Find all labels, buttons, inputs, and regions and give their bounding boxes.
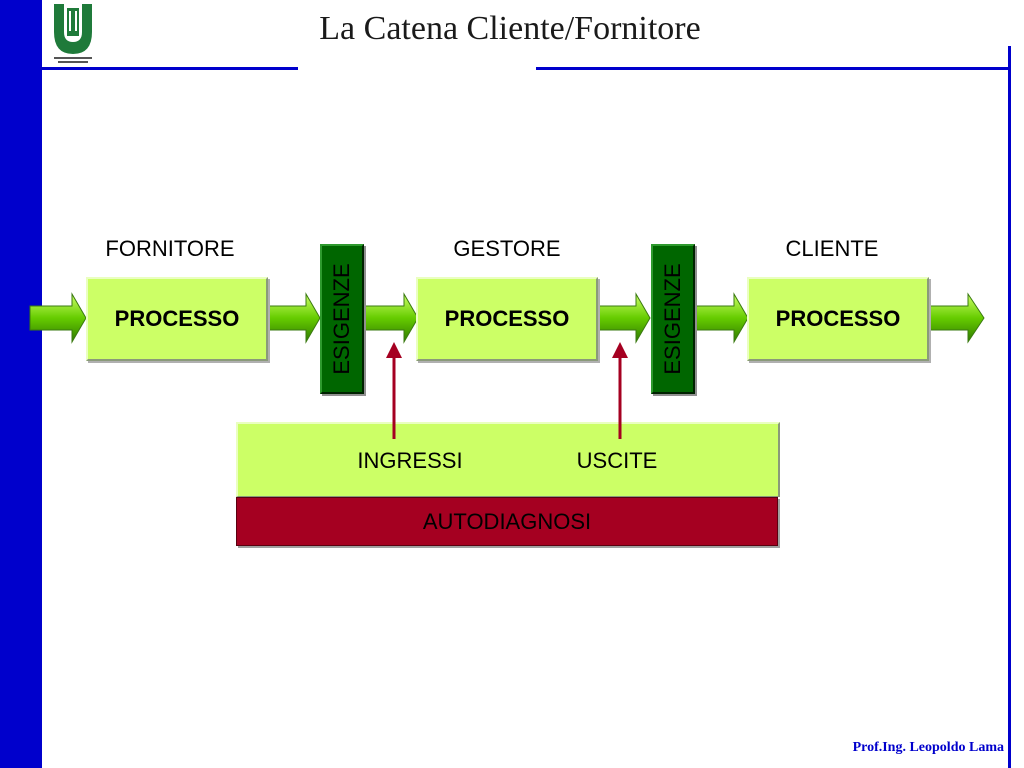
flow-arrow-2 (267, 292, 321, 344)
stage-label-cliente: CLIENTE (785, 236, 879, 261)
process-box-gestore: PROCESSO (416, 277, 598, 361)
inputs-outputs-panel (236, 422, 780, 497)
feedback-arrow-uscite (612, 342, 628, 439)
flow-arrow-6 (927, 292, 985, 344)
process-label: PROCESSO (775, 306, 901, 331)
requirements-box-1: ESIGENZE (320, 244, 364, 394)
right-border-line (1008, 46, 1011, 768)
requirements-box-2: ESIGENZE (651, 244, 695, 394)
flow-arrow-5 (693, 292, 749, 344)
feedback-arrow-ingressi (386, 342, 402, 439)
autodiagnosis-label: AUTODIAGNOSI (422, 508, 592, 534)
title-underline-left (42, 67, 298, 70)
inputs-label: INGRESSI (357, 448, 463, 473)
stage-label-gestore: GESTORE (453, 236, 561, 261)
process-box-fornitore: PROCESSO (86, 277, 268, 361)
process-label: PROCESSO (114, 306, 240, 331)
autodiagnosis-bar: AUTODIAGNOSI (236, 497, 778, 546)
flow-arrow-1 (29, 292, 87, 344)
footer-author: Prof.Ing. Leopoldo Lama (852, 740, 1004, 755)
university-logo-icon (54, 4, 92, 63)
flow-arrow-3 (363, 292, 419, 344)
process-box-cliente: PROCESSO (747, 277, 929, 361)
stage-label-fornitore: FORNITORE (105, 236, 235, 261)
page-title: La Catena Cliente/Fornitore (319, 10, 701, 47)
process-label: PROCESSO (444, 306, 570, 331)
left-accent-bar (0, 0, 42, 768)
flow-arrow-4 (597, 292, 651, 344)
title-underline-right (536, 67, 1011, 70)
outputs-label: USCITE (576, 448, 658, 473)
